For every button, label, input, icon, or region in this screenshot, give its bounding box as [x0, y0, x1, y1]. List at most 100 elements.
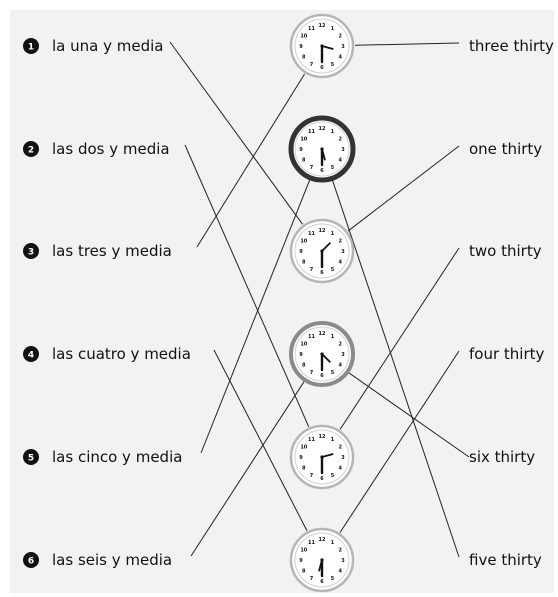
clock-numeral: 8: [302, 466, 306, 472]
clock-numeral: 11: [308, 129, 315, 135]
hour-hand: [321, 45, 334, 50]
clock-numeral: 12: [319, 537, 326, 543]
connector-line-2: [184, 144, 310, 427]
clock-numeral: 11: [308, 540, 315, 546]
clock-numeral: 12: [319, 23, 326, 29]
clock-numeral: 2: [338, 548, 342, 554]
connector-line-6: [190, 381, 305, 557]
connector-line-4: [213, 349, 308, 531]
clock-numeral: 4: [338, 158, 342, 164]
clock-numeral: 4: [338, 363, 342, 369]
number-badge-text: 5: [28, 454, 34, 464]
clock-numeral: 3: [341, 249, 345, 255]
spanish-item-5: 5 las cinco y media: [23, 448, 182, 466]
clock-numeral: 10: [300, 548, 307, 554]
hour-hand: [321, 453, 334, 458]
clock-numeral: 11: [308, 334, 315, 340]
spanish-label: las cinco y media: [52, 448, 182, 466]
clock-numeral: 8: [302, 260, 306, 266]
clock-numeral: 10: [300, 34, 307, 40]
clock-numeral: 7: [310, 473, 314, 479]
clock-numeral: 9: [299, 352, 303, 358]
connector-line-11: [348, 372, 470, 458]
spanish-label: las dos y media: [52, 140, 170, 158]
clock-numeral: 6: [320, 270, 324, 276]
clock-numeral: 10: [300, 342, 307, 348]
number-badge: [23, 449, 39, 465]
clock-numeral: 1: [331, 437, 335, 443]
connector-line-1: [169, 41, 303, 225]
english-label-5: six thirty: [469, 448, 535, 466]
clock-numeral: 11: [308, 437, 315, 443]
clock-numeral: 12: [319, 228, 326, 234]
clock-numeral: 6: [320, 476, 324, 482]
clock-numeral: 7: [310, 370, 314, 376]
clock-numeral: 5: [331, 473, 335, 479]
clock-numeral: 7: [310, 165, 314, 171]
clock-numeral: 1: [331, 129, 335, 135]
clock-numeral: 1: [331, 334, 335, 340]
clock-numeral: 1: [331, 231, 335, 237]
number-badge-text: 6: [28, 557, 34, 567]
clock-numeral: 4: [338, 55, 342, 61]
number-badge: [23, 346, 39, 362]
hour-hand: [321, 242, 331, 252]
connector-line-8: [347, 145, 460, 232]
clock-numeral: 6: [320, 65, 324, 71]
clock-numeral: 2: [338, 445, 342, 451]
connector-line-12: [332, 180, 460, 558]
english-label-2: one thirty: [469, 140, 542, 158]
clock-numeral: 4: [338, 260, 342, 266]
clock-numeral: 8: [302, 363, 306, 369]
clock-numeral: 9: [299, 44, 303, 50]
spanish-label: las tres y media: [52, 242, 172, 260]
english-label-6: five thirty: [469, 551, 542, 569]
connector-line-7: [354, 42, 460, 46]
clock-numeral: 2: [338, 34, 342, 40]
number-badge: [23, 552, 39, 568]
clock-numeral: 11: [308, 231, 315, 237]
spanish-item-4: 4 las cuatro y media: [23, 345, 191, 363]
clock-numeral: 3: [341, 558, 345, 564]
english-label-1: three thirty: [469, 37, 554, 55]
clock-numeral: 9: [299, 455, 303, 461]
connector-line-9: [339, 247, 460, 430]
exercise-panel: [10, 10, 554, 593]
clock-numeral: 3: [341, 352, 345, 358]
connector-lines: [169, 41, 470, 558]
clock-numeral: 7: [310, 267, 314, 273]
clock-numeral: 3: [341, 44, 345, 50]
clock-numeral: 6: [320, 373, 324, 379]
clock-numeral: 4: [338, 466, 342, 472]
number-badge-text: 4: [28, 351, 34, 361]
clock-numeral: 10: [300, 137, 307, 143]
number-badge: [23, 38, 39, 54]
clock-numeral: 10: [300, 239, 307, 245]
english-label-4: four thirty: [469, 345, 545, 363]
clock-numeral: 5: [331, 267, 335, 273]
clock-numeral: 10: [300, 445, 307, 451]
clock-numeral: 7: [310, 62, 314, 68]
clock-numeral: 9: [299, 249, 303, 255]
connector-line-5: [200, 179, 311, 454]
number-badge-text: 1: [28, 43, 34, 53]
clock-numeral: 12: [319, 331, 326, 337]
spanish-label: las seis y media: [52, 551, 172, 569]
clock-numeral: 9: [299, 147, 303, 153]
connector-line-3: [196, 73, 305, 248]
clock-numeral: 6: [320, 168, 324, 174]
clock-numeral: 6: [320, 579, 324, 585]
clock-numeral: 3: [341, 147, 345, 153]
clock-numeral: 12: [319, 434, 326, 440]
clock-numeral: 3: [341, 455, 345, 461]
clock-numeral: 8: [302, 55, 306, 61]
spanish-label: las cuatro y media: [52, 345, 191, 363]
